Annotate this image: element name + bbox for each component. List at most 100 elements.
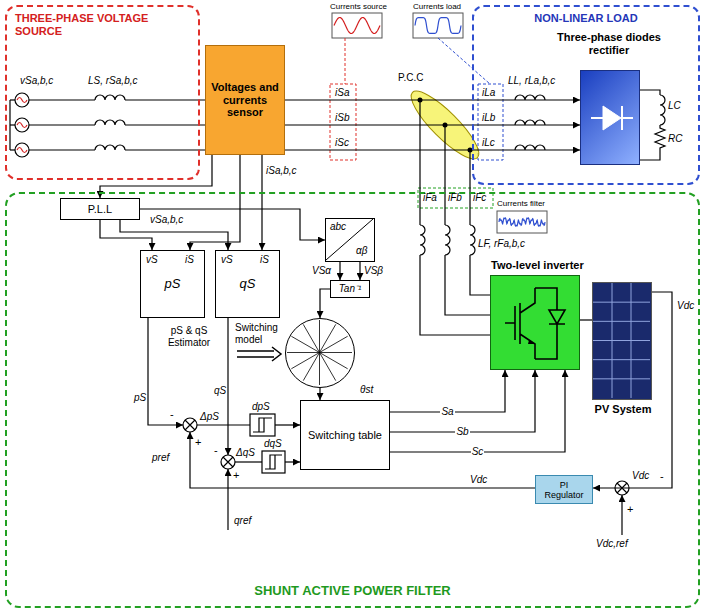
signal-label: pS & qS Estimator — [158, 325, 220, 348]
control-wires — [272, 347, 281, 361]
connector — [359, 262, 360, 280]
signal-label: Sc — [471, 446, 485, 458]
node-text: PV System — [588, 403, 658, 416]
control-wires — [227, 469, 228, 530]
connector — [319, 388, 320, 400]
control-wires — [285, 461, 300, 462]
node-text: PI Regulator — [539, 479, 589, 500]
dc-load — [655, 125, 665, 151]
node-text: NON-LINEAR LOAD — [474, 12, 698, 25]
signal-label: iFb — [448, 192, 462, 204]
connector — [580, 319, 592, 320]
node-text: pS — [165, 277, 181, 292]
voltage-sources — [17, 98, 27, 103]
measure-boxes — [330, 84, 356, 160]
summing-junction — [183, 418, 197, 432]
voltage-sources — [17, 123, 27, 128]
filter-wires — [445, 225, 450, 255]
source-wires — [125, 149, 205, 150]
symbol-art — [593, 283, 653, 401]
connector — [285, 99, 580, 100]
load-inductors — [515, 95, 545, 100]
signal-label: pS — [134, 392, 146, 404]
waveform-boxes — [497, 211, 547, 233]
summing-junction — [221, 455, 235, 469]
voltage-sources — [17, 148, 27, 153]
connector — [285, 124, 580, 125]
dc-load — [640, 90, 660, 95]
signal-label: Vdc — [677, 300, 694, 312]
signal-label: iSc — [335, 137, 349, 149]
filter-wires — [420, 100, 490, 335]
voltage-sources — [10, 99, 15, 100]
current-waveform — [415, 18, 461, 34]
summing-junction — [185, 420, 195, 430]
node-text: iS — [260, 254, 269, 266]
filter-wires — [419, 100, 420, 225]
hysteresis-comparator — [262, 451, 285, 473]
node-text: iS — [185, 254, 194, 266]
node-text: Tan⁻¹ — [339, 283, 362, 295]
voltage-sources — [15, 143, 29, 157]
signal-label: Currents source — [330, 2, 387, 11]
summing-junction — [223, 457, 233, 467]
current-waveform — [334, 18, 545, 226]
signal-label: + — [627, 503, 633, 516]
signal-label: iSa,b,c — [266, 165, 297, 177]
current-waveform — [499, 218, 545, 226]
transform-box: abcαβ — [325, 218, 375, 262]
signal-label: pref — [152, 452, 169, 464]
symbol-art — [286, 319, 356, 389]
region-box: SHUNT ACTIVE POWER FILTERP.L.LabcαβTan⁻¹… — [5, 192, 700, 608]
process-box: Switching table — [300, 400, 390, 470]
node-text: qS — [240, 277, 256, 292]
control-wires — [275, 424, 300, 425]
source-wires — [125, 124, 205, 125]
symbol-art — [581, 71, 641, 166]
current-waveform — [334, 18, 380, 34]
node-text: P.L.L — [88, 203, 112, 216]
signal-label: Sb — [455, 426, 469, 438]
measure-boxes — [438, 38, 490, 84]
voltage-sources — [10, 149, 15, 150]
signal-label: Vdc,ref — [596, 538, 628, 550]
waveform-boxes — [332, 13, 382, 38]
filter-wires — [420, 225, 425, 255]
signal-label: - — [214, 444, 218, 457]
connector — [261, 155, 262, 250]
signal-label: dqS — [264, 438, 282, 450]
region-box: NON-LINEAR LOAD Three-phase diodes rectif… — [472, 5, 700, 185]
source-wires — [95, 120, 125, 125]
signal-label: + — [233, 469, 239, 482]
source-wires — [125, 99, 205, 100]
signal-label: Vdc — [470, 474, 487, 486]
node-text: Three-phase diodes rectifier — [554, 31, 664, 56]
signal-label: P.C.C — [398, 72, 423, 84]
load-inductors — [515, 95, 545, 150]
signal-label: qref — [234, 515, 251, 527]
signal-label: Currents filter — [497, 199, 545, 208]
connector — [140, 209, 325, 240]
signal-label: vSa,b,c — [20, 75, 53, 87]
signal-label: vSa,b,c — [150, 214, 183, 226]
connector — [190, 155, 240, 250]
source-wires — [29, 124, 95, 125]
signal-label: iFc — [473, 192, 486, 204]
signal-label: - — [660, 470, 664, 483]
connector — [100, 220, 152, 250]
signal-label: - — [170, 408, 174, 421]
signal-label: Currents load — [413, 2, 461, 11]
signal-label: LL, rLa,b,c — [508, 75, 555, 87]
estimator-box: vS iS qS — [215, 250, 280, 318]
hysteresis-comparator — [265, 455, 282, 469]
signal-label: iSb — [335, 112, 349, 124]
dc-load — [640, 151, 660, 160]
dc-load — [660, 95, 665, 125]
signal-label: LF, rFa,b,c — [478, 238, 525, 250]
filter-wires — [420, 255, 490, 335]
node-text: vS — [221, 254, 233, 266]
node-text: αβ — [356, 245, 367, 257]
inverter-box: Two-level inverter — [490, 275, 580, 370]
control-wires — [237, 351, 274, 357]
